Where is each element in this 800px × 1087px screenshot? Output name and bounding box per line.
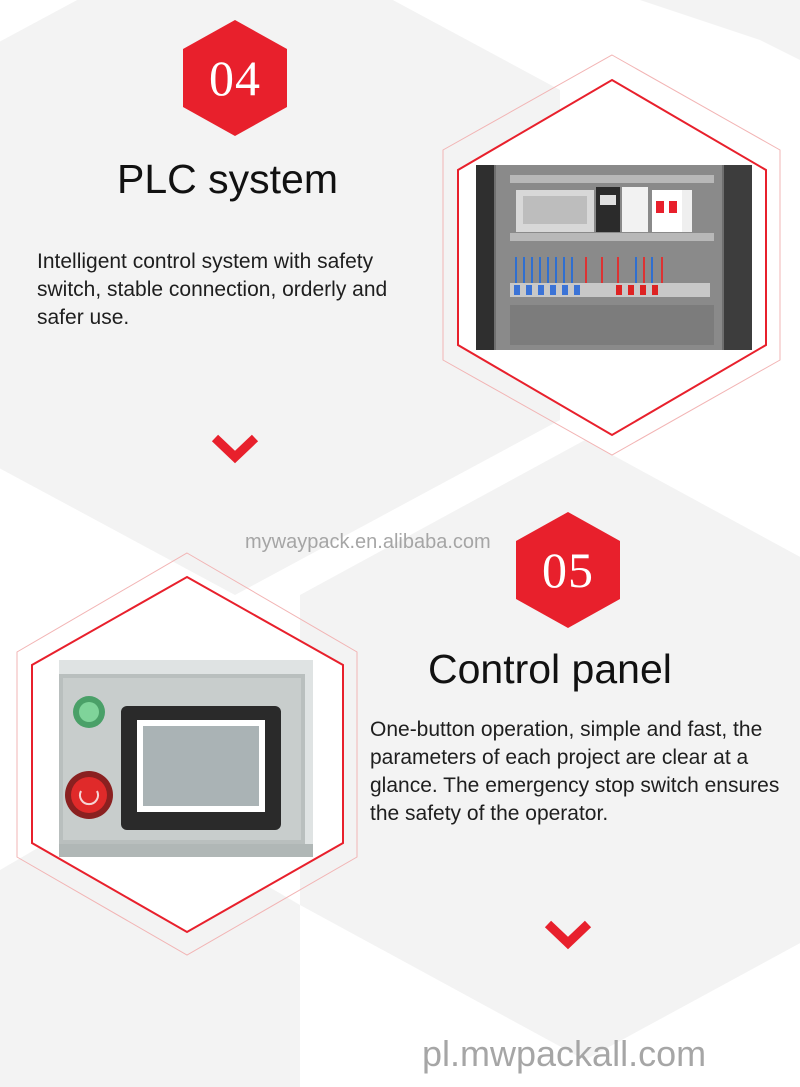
plc-cabinet-illustration <box>476 165 752 350</box>
section-number-badge: 04 <box>183 20 287 136</box>
control-panel-illustration <box>59 660 313 857</box>
chevron-down-icon <box>211 434 259 464</box>
chevron-down-icon <box>544 920 592 950</box>
section-title: PLC system <box>117 156 338 202</box>
watermark-mwpackall: pl.mwpackall.com <box>422 1033 707 1074</box>
control-panel-photo <box>59 660 313 857</box>
hexagon-badge-icon <box>183 20 287 136</box>
section-number-badge: 05 <box>516 512 620 628</box>
hexagon-badge-icon <box>516 512 620 628</box>
section-title: Control panel <box>428 646 672 692</box>
section-number: 05 <box>542 542 594 598</box>
section-description: Intelligent control system with safety s… <box>37 250 388 329</box>
section-number: 04 <box>209 50 261 106</box>
plc-cabinet-photo <box>476 165 752 350</box>
watermark-alibaba: mywaypack.en.alibaba.com <box>245 531 491 553</box>
section-description: One-button operation, simple and fast, t… <box>370 718 780 825</box>
